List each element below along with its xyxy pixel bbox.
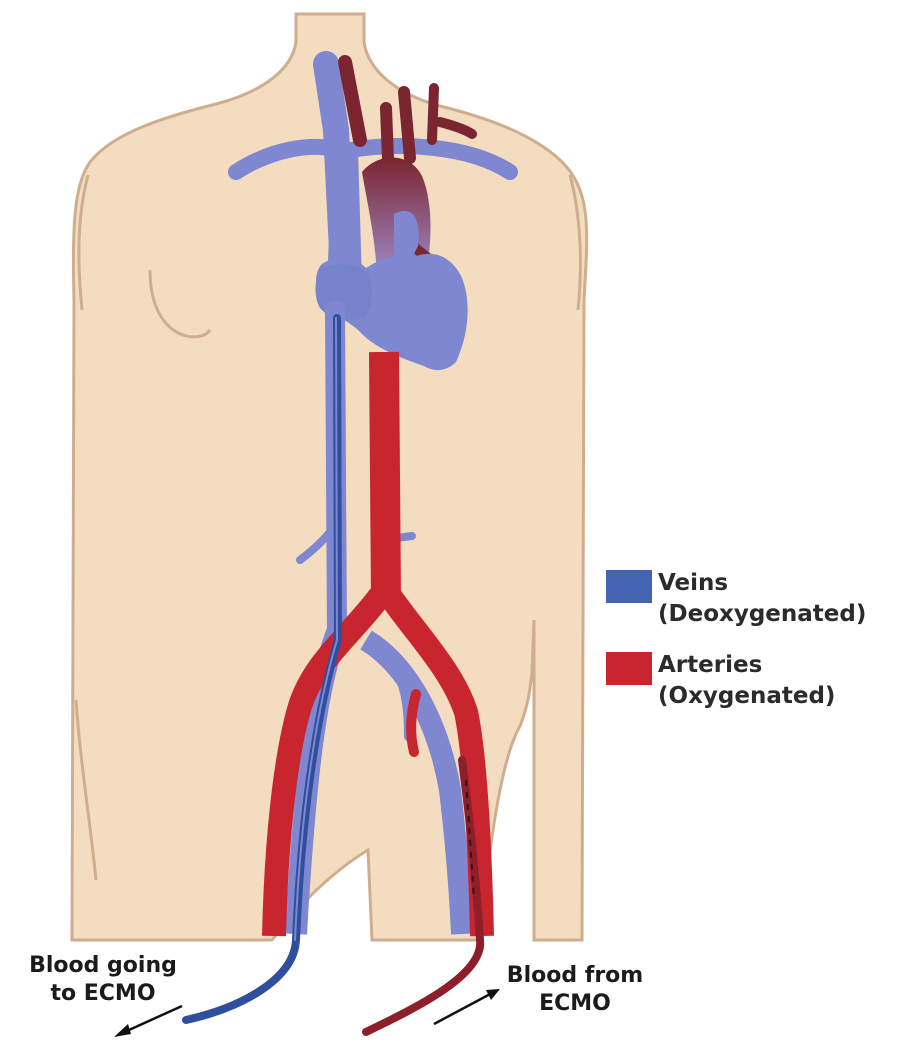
veins-swatch bbox=[606, 570, 652, 603]
internal-iliac-artery bbox=[411, 694, 416, 752]
carotid-artery-right bbox=[386, 108, 388, 160]
arrow-to-ecmo bbox=[114, 1006, 182, 1037]
callout-blood-from-ecmo: Blood from ECMO bbox=[500, 962, 650, 1018]
veins-label-line2: (Deoxygenated) bbox=[658, 599, 866, 630]
callout-to-ecmo-line2: to ECMO bbox=[8, 980, 198, 1008]
descending-aorta bbox=[384, 352, 386, 600]
legend-item-arteries: Arteries (Oxygenated) bbox=[604, 650, 900, 732]
veins-label-line1: Veins bbox=[658, 568, 866, 599]
arteries-label-line2: (Oxygenated) bbox=[658, 681, 835, 712]
callout-from-ecmo-line2: ECMO bbox=[500, 990, 650, 1018]
veins-label: Veins (Deoxygenated) bbox=[658, 568, 866, 630]
callout-from-ecmo-line1: Blood from bbox=[500, 962, 650, 990]
arteries-label-line1: Arteries bbox=[658, 650, 835, 681]
callout-blood-to-ecmo: Blood going to ECMO bbox=[8, 952, 198, 1008]
legend-item-veins: Veins (Deoxygenated) bbox=[604, 568, 900, 650]
arteries-label: Arteries (Oxygenated) bbox=[658, 650, 835, 712]
legend: Veins (Deoxygenated) Arteries (Oxygenate… bbox=[604, 568, 900, 732]
arteries-swatch bbox=[606, 652, 652, 685]
subclavian-artery-right bbox=[404, 92, 410, 158]
callout-to-ecmo-line1: Blood going bbox=[8, 952, 198, 980]
